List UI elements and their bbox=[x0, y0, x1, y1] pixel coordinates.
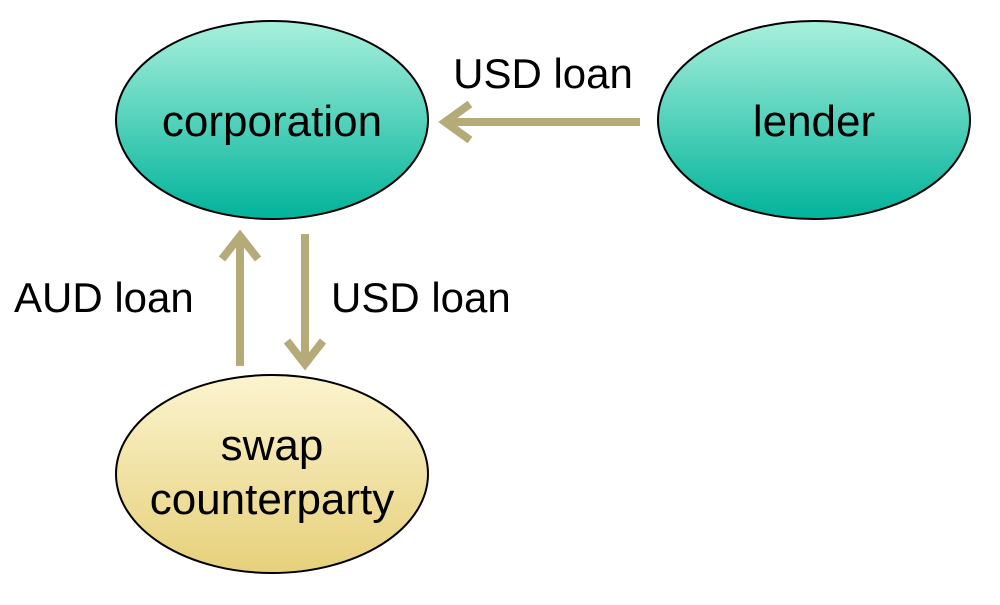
arrow-counterparty-to-corporation bbox=[218, 229, 262, 366]
corporation-label: corporation bbox=[162, 97, 382, 146]
swap-counterparty-ellipse bbox=[115, 374, 429, 574]
lender-ellipse bbox=[657, 20, 971, 220]
arrow-head-up-icon bbox=[218, 229, 262, 262]
lender-label: lender bbox=[753, 97, 875, 146]
edge-label-counterparty-to-corporation: AUD loan bbox=[14, 274, 194, 321]
lender-node: lender bbox=[657, 20, 971, 220]
arrow-lender-to-corporation bbox=[438, 100, 640, 144]
edge-label-lender-to-corporation: USD loan bbox=[453, 50, 633, 97]
swap-counterparty-label-line1: swap bbox=[221, 421, 324, 470]
corporation-ellipse bbox=[115, 20, 429, 220]
arrow-corporation-to-counterparty bbox=[283, 234, 327, 371]
corporation-node: corporation bbox=[115, 20, 429, 220]
swap-counterparty-label-line2: counterparty bbox=[150, 475, 395, 524]
swap-counterparty-node: swap counterparty bbox=[115, 374, 429, 574]
arrow-head-left-icon bbox=[438, 100, 473, 144]
arrow-head-down-icon bbox=[283, 338, 327, 371]
edge-label-corporation-to-counterparty: USD loan bbox=[331, 274, 511, 321]
